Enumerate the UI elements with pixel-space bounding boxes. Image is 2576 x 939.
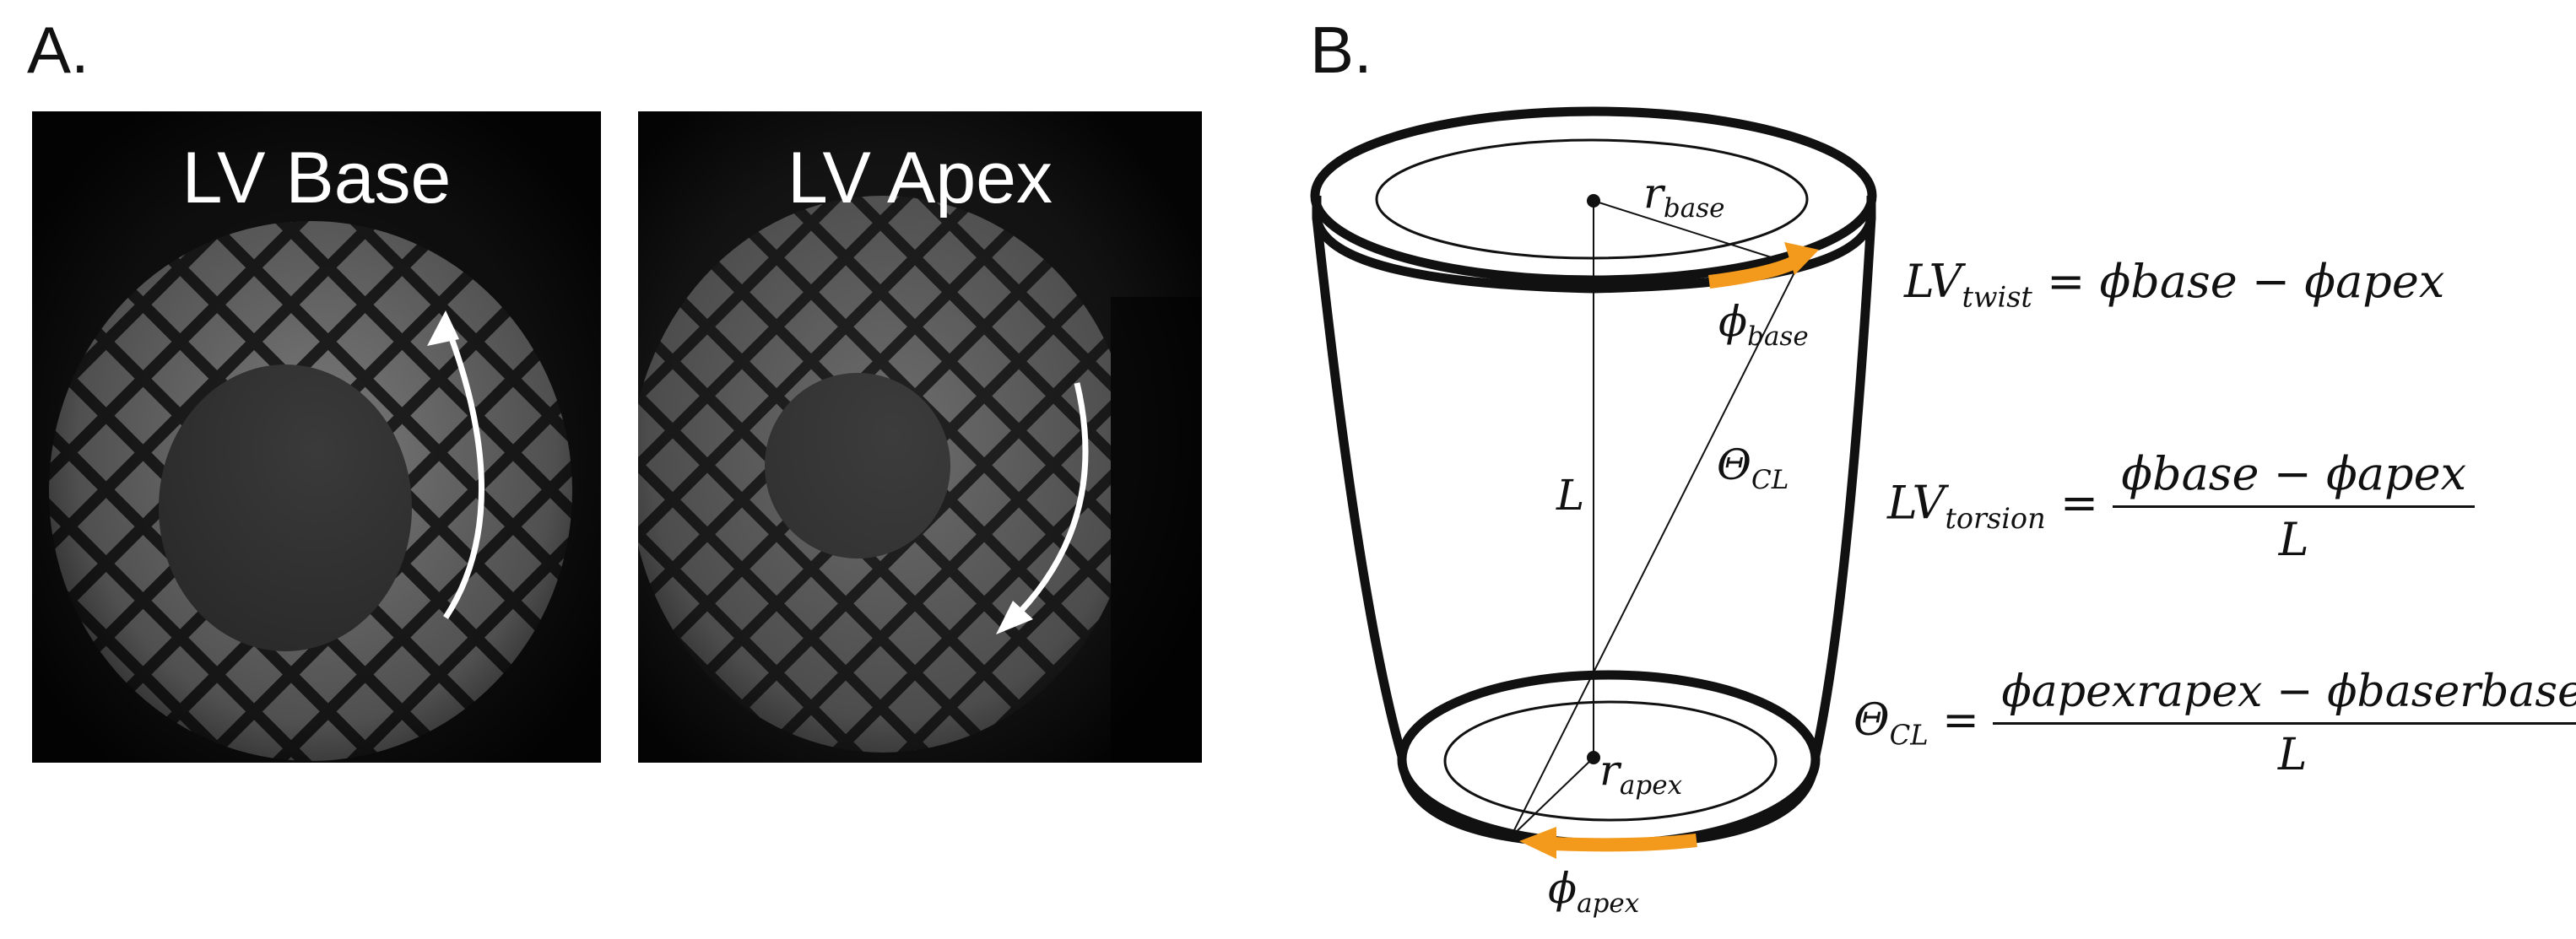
tagged-myocardium-base [32, 111, 601, 763]
theta-cl-equation: ΘCL = ϕapexrapex − ϕbaserbase L [1854, 666, 2576, 780]
right-wall [1810, 217, 1876, 761]
rotation-arrow-apex [1007, 382, 1089, 625]
phi-apex-arc [1552, 834, 1697, 852]
r-apex-line [1510, 757, 1594, 838]
panel-a-letter: A. [27, 13, 89, 87]
panel-b-letter: B. [1310, 13, 1372, 87]
cl-shear-line [1510, 265, 1799, 838]
torsion-equation: LVtorsion = ϕbase − ϕapex L [1887, 447, 2476, 566]
r-base-label: rbase [1643, 169, 1725, 224]
lv-cylinder-diagram [1310, 106, 1877, 859]
rotation-arrow-base [442, 321, 484, 619]
tagged-myocardium-apex [638, 111, 1202, 763]
left-wall [1312, 217, 1408, 761]
lv-apex-title: LV Apex [787, 138, 1053, 219]
r-base-line [1593, 200, 1799, 267]
theta-cl-label: ΘCL [1717, 440, 1789, 495]
apex-center-dot [1587, 751, 1600, 764]
mri-image-lv-apex: LV Apex [638, 111, 1202, 763]
r-apex-label: rapex [1599, 746, 1683, 801]
apex-inner-ellipse [1443, 700, 1778, 822]
phi-base-arrowhead [1784, 242, 1819, 275]
base-center-dot [1587, 194, 1600, 208]
base-inner-ellipse [1375, 138, 1809, 260]
mri-image-lv-base: LV Base [32, 111, 601, 763]
lv-base-title: LV Base [181, 138, 452, 219]
phi-base-label: ϕbase [1718, 297, 1809, 352]
phi-apex-label: ϕapex [1548, 864, 1640, 919]
twist-equation: LVtwist = ϕbase − ϕapex [1904, 255, 2445, 314]
length-label: L [1556, 471, 1585, 520]
phi-apex-arrowhead [1519, 827, 1556, 859]
